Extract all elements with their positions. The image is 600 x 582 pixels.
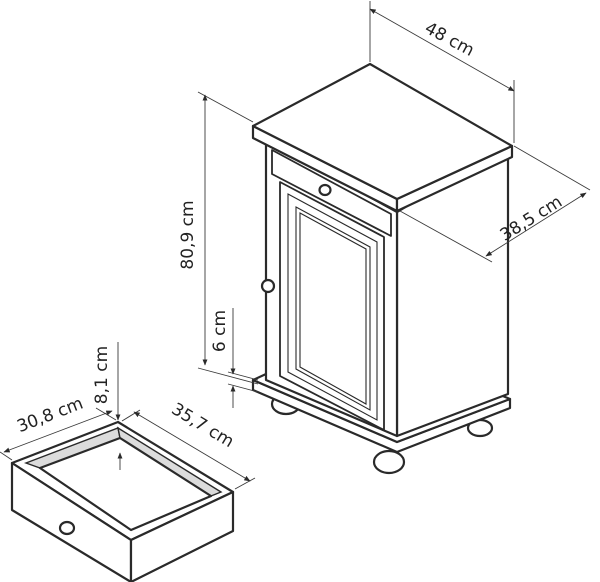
label-cabinet-height: 80,9 cm (178, 200, 198, 269)
drawer-width-extension-left (0, 451, 13, 461)
cabinet-drawer-knob (318, 183, 332, 197)
depth-extension-back (513, 145, 591, 191)
cabinet-drawer-front (271, 149, 392, 237)
cabinet-door-panel-inner (299, 212, 367, 405)
label-drawer-height: 8,1 cm (92, 346, 112, 404)
label-plinth-height: 6 cm (210, 310, 230, 352)
cabinet-foot-front (372, 449, 406, 475)
drawer-depth-extension-front (234, 477, 256, 490)
plinth-extension-bottom (227, 383, 259, 393)
cabinet-top-surface (251, 62, 514, 201)
label-drawer-depth: 35,7 cm (168, 399, 238, 452)
drawer-depth-extension-back (121, 409, 141, 422)
cabinet (251, 62, 514, 475)
drawer-dimension-lines (0, 342, 256, 490)
width-dimension-line (369, 8, 515, 92)
cabinet-door-frame (287, 193, 378, 421)
label-drawer-width: 30,8 cm (14, 394, 86, 437)
depth-dimension-line (485, 192, 587, 257)
drawer-depth-dimension-line (133, 411, 251, 482)
drawer (10, 420, 235, 582)
height-extension-top (197, 91, 254, 123)
cabinet-door (279, 181, 385, 431)
cabinet-dimension-lines (197, 1, 591, 408)
plinth-extension-top (227, 371, 259, 381)
drawer-width-dimension-line (3, 410, 113, 453)
drawer-side-face (129, 490, 235, 582)
depth-extension-front (399, 210, 493, 263)
height-extension-bottom (197, 367, 259, 385)
cabinet-door-knob (260, 278, 276, 294)
drawer-knob (58, 520, 76, 536)
cabinet-door-panel (295, 206, 371, 411)
drawer-width-extension-right (95, 407, 117, 421)
